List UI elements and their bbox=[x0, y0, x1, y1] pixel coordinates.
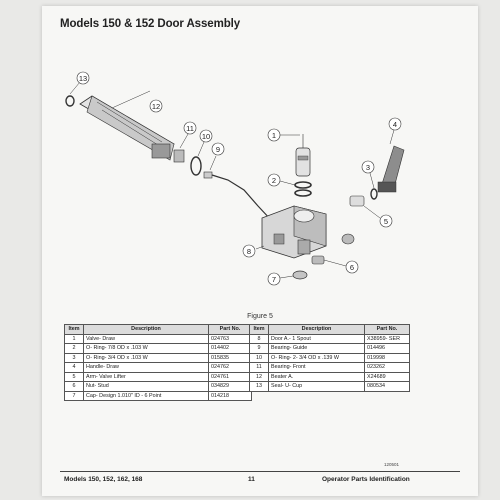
beater-assembly-part bbox=[79, 90, 175, 161]
callout-9 bbox=[211, 142, 225, 156]
header-description: Description bbox=[83, 324, 209, 335]
table-header-row: Item Description Part No. bbox=[64, 324, 252, 335]
table-header-row: Item Description Part No. bbox=[249, 324, 410, 335]
header-item: Item bbox=[249, 324, 269, 335]
callout-3 bbox=[361, 160, 375, 174]
callout-13-label: 13 bbox=[79, 74, 87, 83]
stud-nut-part bbox=[311, 255, 347, 267]
callout-12-label: 12 bbox=[152, 102, 160, 111]
door-knob-part bbox=[341, 233, 355, 245]
header-description: Description bbox=[268, 324, 365, 335]
callout-8 bbox=[242, 244, 256, 258]
o-ring-7-8-part bbox=[294, 181, 312, 197]
callout-6 bbox=[345, 260, 359, 274]
callout-11-label: 11 bbox=[186, 124, 194, 133]
footer-page-number: 11 bbox=[248, 476, 255, 483]
callout-11 bbox=[183, 121, 197, 135]
footer-section-title: Operator Parts Identification bbox=[322, 476, 410, 483]
seal-u-cup-part bbox=[65, 81, 81, 107]
callout-8-label: 8 bbox=[247, 247, 251, 256]
cap-part bbox=[279, 270, 308, 280]
callout-2 bbox=[267, 173, 281, 187]
callout-12 bbox=[149, 99, 163, 113]
footer-divider bbox=[60, 471, 460, 472]
callout-1-label: 1 bbox=[272, 131, 276, 140]
callout-7 bbox=[267, 272, 281, 286]
page-title: Models 150 & 152 Door Assembly bbox=[60, 18, 241, 30]
document-code: 120501 bbox=[384, 462, 400, 467]
o-ring-3-4-part bbox=[369, 172, 378, 200]
callout-3-label: 3 bbox=[366, 163, 370, 172]
valve-lifter-arm-part bbox=[349, 195, 381, 219]
callout-10 bbox=[199, 129, 213, 143]
callout-10-label: 10 bbox=[202, 132, 210, 141]
o-ring-large-part bbox=[190, 141, 205, 176]
guide-bearing-part bbox=[203, 155, 273, 222]
callout-9-label: 9 bbox=[216, 145, 220, 154]
header-part-no: Part No. bbox=[208, 324, 252, 335]
header-item: Item bbox=[64, 324, 84, 335]
callout-7-label: 7 bbox=[272, 275, 276, 284]
door-assembly-diagram: 13 12 11 10 bbox=[65, 71, 405, 286]
footer-models: Models 150, 152, 162, 168 bbox=[64, 476, 143, 483]
draw-handle-part bbox=[377, 129, 405, 193]
header-part-no: Part No. bbox=[364, 324, 410, 335]
manual-page: Models 150 & 152 Door Assembly 13 12 11 bbox=[42, 6, 478, 496]
callout-6-label: 6 bbox=[350, 263, 354, 272]
callout-5-label: 5 bbox=[384, 217, 388, 226]
callout-4 bbox=[388, 117, 402, 131]
figure-caption: Figure 5 bbox=[247, 313, 273, 320]
draw-valve-part bbox=[295, 134, 311, 177]
door-part bbox=[255, 205, 327, 259]
callout-13 bbox=[76, 71, 90, 85]
front-bearing-part bbox=[173, 133, 189, 163]
callout-5 bbox=[379, 214, 393, 228]
callout-4-label: 4 bbox=[393, 120, 397, 129]
callout-2-label: 2 bbox=[272, 176, 276, 185]
